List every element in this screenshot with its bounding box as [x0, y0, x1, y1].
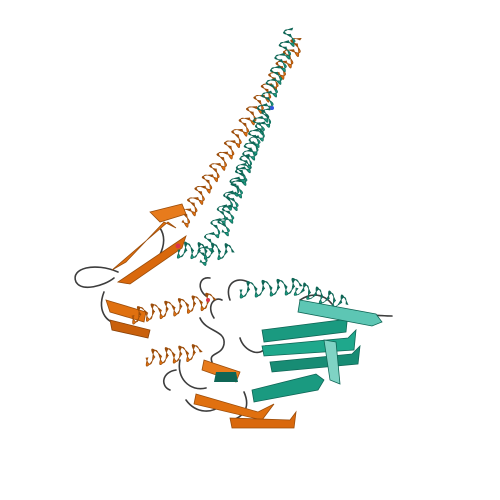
helix-turn [290, 37, 302, 47]
helix-turn [190, 250, 201, 260]
helix-orange-long [179, 37, 302, 228]
helix-turn [199, 300, 210, 312]
helix-turn [186, 352, 196, 363]
helix-turn [246, 280, 258, 290]
helix-turn [216, 151, 228, 160]
helix-turn [209, 163, 221, 172]
helix-orange-lower [145, 344, 203, 367]
helix-turn [204, 232, 215, 242]
residue-highlights [175, 106, 274, 302]
helix-turn [218, 210, 227, 225]
helix-turn [261, 279, 273, 289]
helix-turn [211, 242, 222, 252]
helix-teal-mid [176, 241, 235, 261]
helix-turn [221, 222, 230, 237]
helix-turn [151, 348, 163, 358]
helix-turn [194, 185, 206, 195]
helix-turn [278, 40, 289, 50]
helix-turn [205, 292, 217, 302]
helix-turn [191, 344, 203, 354]
helix-turn [187, 197, 199, 206]
helix-teal-right-2 [293, 282, 349, 308]
helix-turn [176, 249, 188, 259]
helix-turn [339, 294, 349, 306]
helix-turn [201, 174, 214, 183]
helix-turn [178, 345, 190, 355]
helix-turn [231, 128, 243, 138]
helix-turn [145, 311, 156, 322]
helix-turn [274, 52, 285, 63]
helix-turn [254, 287, 266, 298]
helix-turn [269, 286, 281, 297]
helix-turn [283, 27, 294, 37]
helix-turn [158, 308, 169, 320]
helix-turn [265, 78, 276, 88]
helix-turn [159, 355, 169, 366]
helix-turn [216, 204, 227, 215]
helix-turn [276, 278, 288, 288]
helix-turn [212, 224, 221, 239]
helix-turn [203, 250, 215, 260]
helix-turn [246, 106, 258, 115]
helix-turn [172, 305, 183, 317]
beta-sheet-orange [105, 203, 187, 339]
helix-turn [145, 356, 156, 367]
helix-turn [238, 117, 251, 126]
helix-turn [239, 288, 251, 299]
helix-turn [224, 140, 236, 149]
helix-turn [291, 277, 303, 287]
helix-teal-long [217, 27, 296, 237]
helix-teal-right-1 [239, 277, 303, 299]
helix-turn [225, 210, 235, 224]
helix-turn [184, 241, 195, 251]
helix-orange-middle [131, 292, 217, 325]
helix-turn [186, 303, 197, 314]
helix-turn [284, 285, 296, 296]
beta-sheet-teal [214, 299, 383, 403]
helix-turn [224, 243, 235, 253]
helix-turn [164, 347, 176, 357]
helix-turn [242, 149, 253, 159]
helix-turn [217, 251, 228, 261]
